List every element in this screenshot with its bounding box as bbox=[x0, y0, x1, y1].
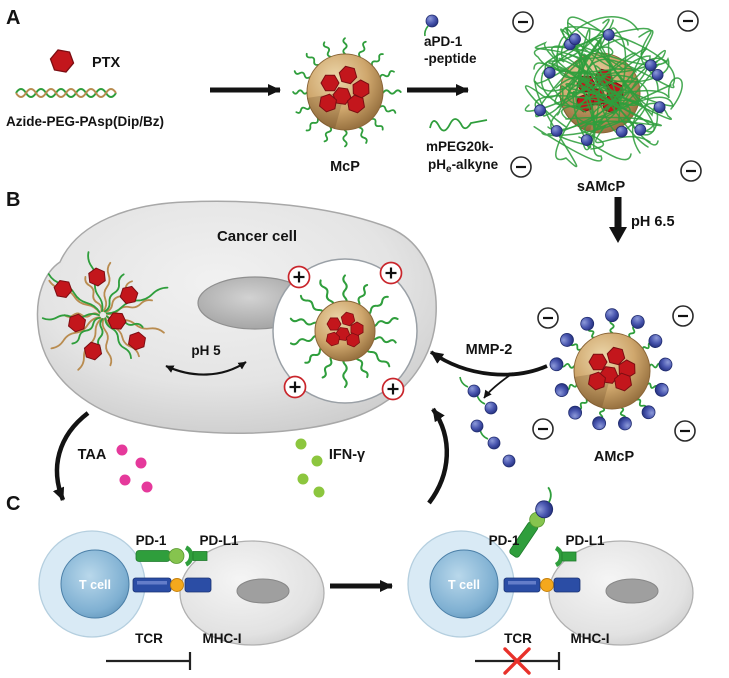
ifn-arrow bbox=[427, 407, 450, 505]
pdl1-label-left: PD-L1 bbox=[199, 533, 238, 548]
plus-charge-badge bbox=[283, 375, 307, 399]
panel-a-label: A bbox=[6, 7, 20, 29]
pdl1-ligand-right bbox=[554, 545, 577, 568]
samcp-nanoparticle bbox=[524, 16, 683, 168]
mhc-ligand-right bbox=[553, 577, 581, 593]
tcr-receptor-right bbox=[503, 577, 581, 593]
mpeg-label-line2: pHe-alkyne bbox=[428, 157, 499, 175]
tcr-receptor-left bbox=[132, 577, 212, 593]
cancer-cell-label: Cancer cell bbox=[217, 228, 297, 245]
tcr-label-right: TCR bbox=[504, 631, 532, 646]
minus-charge-badge bbox=[510, 156, 532, 178]
tcell-right-inner bbox=[429, 549, 499, 619]
tcell-label-left: T cell bbox=[79, 578, 111, 592]
ptx-label: PTX bbox=[92, 55, 121, 71]
apc-nucleus-left bbox=[236, 578, 290, 604]
apd1-label-line2: -peptide bbox=[424, 51, 477, 66]
mhc-label-right: MHC-I bbox=[571, 631, 610, 646]
minus-charge-badge bbox=[512, 11, 534, 33]
plus-charge-badge bbox=[287, 265, 311, 289]
pdl1-label-right: PD-L1 bbox=[565, 533, 604, 548]
tcell-left-inner bbox=[60, 549, 130, 619]
ph5-arrow bbox=[165, 361, 247, 376]
ph5-label: pH 5 bbox=[191, 343, 221, 358]
mcp-nanoparticle bbox=[292, 37, 402, 148]
mpeg-alkyne-icon bbox=[429, 118, 488, 132]
zoom-circle bbox=[272, 258, 418, 404]
arrow-ph65-down bbox=[609, 197, 627, 243]
mmp2-arrow bbox=[429, 350, 548, 377]
ifn-dots bbox=[295, 438, 325, 498]
apd1-label-line1: aPD-1 bbox=[424, 34, 463, 49]
samcp-label: sAMcP bbox=[577, 179, 626, 195]
tcr-label-left: TCR bbox=[135, 631, 163, 646]
panel-b-label: B bbox=[6, 189, 20, 211]
minus-charge-badge bbox=[677, 10, 699, 32]
panel-a: A PTX Azide-PEG-PAsp(Dip/Bz) McP aPD-1 -… bbox=[6, 7, 702, 243]
amcp-label: AMcP bbox=[594, 449, 635, 465]
mhc-ligand-left bbox=[184, 577, 212, 593]
mmp2-label: MMP-2 bbox=[466, 342, 513, 358]
mpeg-label-line1: mPEG20k- bbox=[426, 139, 494, 154]
amcp-nanoparticle bbox=[549, 308, 673, 431]
ph65-label: pH 6.5 bbox=[631, 214, 675, 230]
apd1-peptide-icon bbox=[424, 14, 439, 37]
plus-charge-badge bbox=[379, 261, 403, 285]
pd1-label-right: PD-1 bbox=[489, 533, 520, 548]
mhc-peptide-dot-right bbox=[540, 578, 554, 592]
minus-charge-badge bbox=[532, 418, 554, 440]
ifn-label: IFN-γ bbox=[329, 447, 365, 463]
inhibition-line-left bbox=[106, 652, 192, 670]
minus-charge-badge bbox=[672, 305, 694, 327]
apc-nucleus-right bbox=[605, 578, 659, 604]
panel-c-label: C bbox=[6, 493, 20, 515]
minus-charge-badge bbox=[674, 420, 696, 442]
mhc-peptide-dot-left bbox=[170, 578, 184, 592]
ptx-icon bbox=[48, 48, 76, 74]
blocked-x-icon bbox=[503, 647, 531, 675]
panel-c: C PD-1 PD-L1 T cell TCR MHC-I PD-1 PD-L1… bbox=[6, 486, 694, 675]
pd1-label-left: PD-1 bbox=[136, 533, 167, 548]
panel-b: B Cancer cell pH 5 MMP-2 AMcP TAA IFN-γ bbox=[6, 189, 696, 505]
pd1-receptor-right-blocked bbox=[509, 486, 554, 558]
taa-dots bbox=[116, 444, 153, 493]
mcp-label: McP bbox=[330, 159, 360, 175]
minus-charge-badge bbox=[537, 307, 559, 329]
plus-charge-badge bbox=[381, 377, 405, 401]
dissociated-micelle bbox=[41, 251, 169, 371]
tcell-label-right: T cell bbox=[448, 578, 480, 592]
minus-charge-badge bbox=[680, 160, 702, 182]
mmp2-release-arrow bbox=[483, 372, 514, 399]
pd1-receptor-left bbox=[135, 548, 185, 564]
pdl1-ligand-left bbox=[184, 545, 208, 567]
released-peptides bbox=[459, 376, 516, 468]
taa-arrow bbox=[52, 411, 90, 501]
taa-label: TAA bbox=[78, 447, 107, 463]
polymer-legend-icon bbox=[15, 88, 117, 98]
polymer-label: Azide-PEG-PAsp(Dip/Bz) bbox=[6, 114, 164, 129]
mhc-label-left: MHC-I bbox=[203, 631, 242, 646]
